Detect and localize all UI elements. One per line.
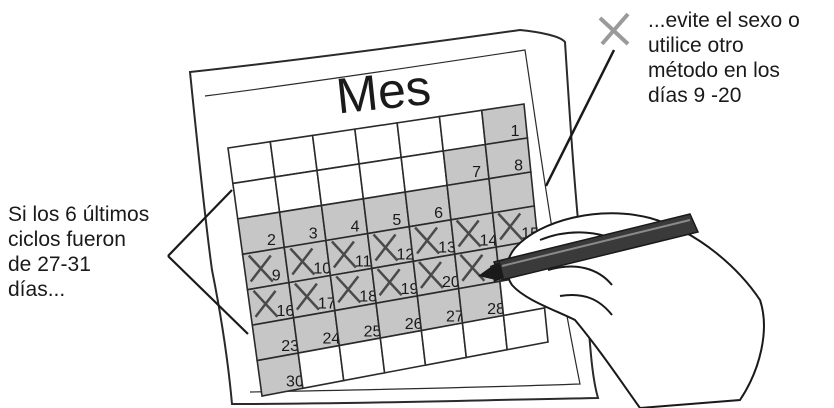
- cross-mark-icon: [252, 289, 279, 318]
- right-note-line: utilice otro: [648, 34, 744, 57]
- day-number: 4: [351, 219, 360, 236]
- day-number: 8: [514, 157, 523, 174]
- day-number: 1: [511, 123, 520, 140]
- day-number: 26: [405, 316, 423, 333]
- left-note-line: días...: [8, 278, 66, 301]
- day-number: 27: [446, 309, 464, 326]
- day-number: 18: [359, 288, 377, 305]
- day-number: 28: [487, 301, 505, 318]
- day-number: 24: [322, 331, 340, 348]
- calendar-cell: [269, 134, 318, 178]
- calendar-cell: [338, 337, 386, 382]
- day-number: 20: [442, 274, 460, 291]
- right-note-line: días 9 -20: [648, 84, 742, 107]
- calendar-cell: [297, 344, 345, 390]
- calendar-cell: [461, 314, 509, 359]
- right-note-line: ...evite el sexo o: [648, 9, 800, 32]
- day-number: 19: [401, 281, 419, 298]
- day-number: 13: [438, 240, 456, 257]
- left-note-line: Si los 6 últimos: [8, 203, 150, 226]
- day-number: 5: [392, 212, 401, 229]
- pointer-line: [544, 49, 616, 187]
- calendar-sheet-inner-edge: [204, 49, 581, 393]
- pen-icon: [478, 213, 700, 282]
- calendar-cell: [420, 322, 468, 367]
- calendar-grid: 1782345691011121314151617181920232425262…: [227, 103, 549, 397]
- cross-mark-icon: [247, 254, 274, 283]
- day-number: 25: [364, 323, 382, 340]
- left-note-line: de 27-31: [8, 253, 91, 276]
- day-number: 30: [286, 373, 304, 390]
- left-note: Si los 6 últimos ciclos fueron de 27-31 …: [8, 202, 178, 302]
- cross-mark-icon: [289, 247, 316, 276]
- cross-mark-icon: [418, 261, 444, 289]
- calendar-cell: [227, 140, 276, 185]
- day-number: 9: [272, 268, 281, 285]
- calendar-cell: [379, 329, 427, 374]
- day-number: 10: [313, 261, 331, 278]
- day-number: 7: [472, 164, 481, 181]
- right-note: ...evite el sexo o utilice otro método e…: [648, 8, 834, 108]
- left-note-line: ciclos fueron: [8, 228, 126, 251]
- day-number: 17: [318, 296, 336, 313]
- day-number: 3: [309, 225, 318, 242]
- cross-mark-icon: [497, 212, 524, 241]
- cross-mark-icon: [455, 219, 482, 248]
- month-title: Mes: [333, 59, 433, 125]
- day-number: 14: [480, 233, 498, 250]
- cross-mark-icon: [331, 240, 357, 269]
- day-number: 11: [355, 254, 372, 271]
- day-number: 6: [434, 205, 443, 222]
- bracket-lines: [167, 189, 249, 335]
- day-number: 23: [281, 338, 299, 355]
- cross-mark-icon: [414, 226, 440, 255]
- right-note-line: método en los: [648, 59, 780, 82]
- cross-mark-icon: [372, 233, 399, 262]
- day-number: 12: [397, 247, 415, 264]
- cross-mark-icon: [376, 268, 403, 297]
- cross-mark-icon: [293, 282, 320, 311]
- day-number: 2: [267, 232, 276, 249]
- cross-mark-icon: [335, 275, 362, 304]
- day-number: 16: [277, 303, 295, 320]
- calendar-cell: [502, 307, 549, 351]
- cross-mark-icon: [598, 12, 630, 46]
